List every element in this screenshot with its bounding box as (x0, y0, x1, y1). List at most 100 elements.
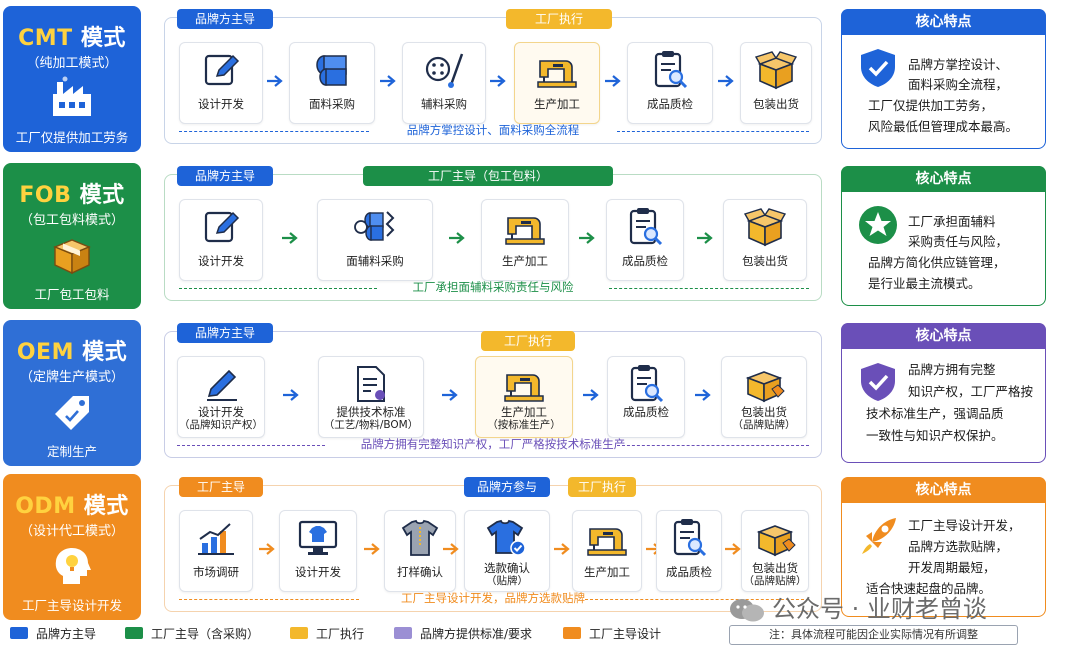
legend-swatch (394, 627, 412, 639)
tag-brand-led: 品牌方主导 (177, 9, 273, 29)
flow-step: 包装出货 （品牌贴牌） (741, 510, 809, 592)
flow-note: 品牌方拥有完整知识产权，工厂严格按技术标准生产 (360, 437, 626, 451)
package-tag-icon (745, 371, 785, 403)
shield-check-icon (861, 363, 895, 401)
dashed-line (179, 131, 369, 132)
pencil-edit-icon (207, 369, 237, 401)
legend-item: 工厂主导（含采购） (125, 624, 259, 644)
flow-step: 市场调研 (179, 510, 253, 592)
flow-step: 生产加工 (514, 42, 600, 124)
cmt-mode-card: CMT 模式 （纯加工模式） 工厂仅提供加工劳务 (3, 6, 141, 152)
mode-title: FOB 模式 (3, 177, 141, 209)
legend-item: 工厂主导设计 (563, 624, 661, 644)
pencil-edit-icon (204, 54, 240, 86)
flow-step: 选款确认 （贴牌） (464, 510, 550, 592)
flow-step: 设计开发 (179, 42, 263, 124)
clipboard-inspect-icon (629, 208, 663, 246)
core-line: 品牌方选款贴牌， (908, 539, 1009, 554)
factory-icon (53, 76, 91, 116)
odm-core-card: 核心特点 工厂主导设计开发， 品牌方选款贴牌， 开发周期最短， 适合快速起盘的品… (841, 477, 1046, 617)
core-line: 面料采购全流程， (908, 77, 1009, 92)
pencil-edit-icon (204, 211, 240, 243)
step-label: 生产加工 (584, 565, 630, 579)
wechat-icon (730, 599, 764, 622)
cmt-row: CMT 模式 （纯加工模式） 工厂仅提供加工劳务 品牌方主导 工厂执行 (0, 6, 1080, 152)
step-label: 市场调研 (193, 565, 239, 579)
core-title: 核心特点 (841, 323, 1046, 349)
shield-check-icon (861, 49, 895, 87)
step-label: 包装出货 (752, 561, 798, 575)
legend-swatch (10, 627, 28, 639)
core-title: 核心特点 (841, 477, 1046, 503)
box-icon (53, 239, 91, 275)
mode-acronym: OEM (16, 340, 74, 365)
sewing-machine-icon (587, 528, 627, 556)
mode-footer: 工厂包工包料 (34, 287, 110, 302)
step-label: 辅料采购 (421, 97, 467, 111)
step-label: 设计开发 (198, 97, 244, 111)
tag-brand-led: 品牌方主导 (177, 323, 273, 343)
fabric-zipper-icon (354, 211, 395, 241)
core-title: 核心特点 (841, 166, 1046, 192)
monitor-shirt-icon (298, 520, 338, 555)
tag-brand-participate: 品牌方参与 (464, 477, 550, 497)
fob-flow-box: 品牌方主导 工厂主导（包工包料） 设计开发 面辅 (164, 166, 822, 301)
odm-row: ODM 模式 （设计代工模式） 工厂主导设计开发 工厂主导 品牌方参与 工厂执行 (0, 474, 1080, 620)
oem-mode-card: OEM 模式 （定牌生产模式） 定制生产 (3, 320, 141, 466)
flow-step: 设计开发 （品牌知识产权） (177, 356, 265, 438)
rocket-icon (862, 518, 896, 554)
arrow-right-icon (695, 389, 711, 401)
dashed-line (585, 599, 809, 600)
flow-step: 设计开发 (179, 199, 263, 281)
odm-flow-box: 工厂主导 品牌方参与 工厂执行 市场调研 (164, 477, 822, 612)
mode-acronym: ODM (15, 494, 76, 519)
step-label: 成品质检 (666, 565, 712, 579)
arrow-right-icon (725, 543, 741, 555)
flow-step: 成品质检 (656, 510, 722, 592)
arrow-right-icon (267, 75, 283, 87)
flow-note: 工厂主导设计开发，品牌方选款贴牌 (401, 591, 585, 605)
flow-step: 设计开发 (279, 510, 357, 592)
core-line: 采购责任与风险， (908, 234, 1009, 249)
core-line: 知识产权，工厂严格按 (908, 384, 1034, 399)
cmt-core-card: 核心特点 品牌方掌控设计、 面料采购全流程， 工厂仅提供加工劳务， 风险最低但管… (841, 9, 1046, 149)
arrow-right-icon (364, 543, 380, 555)
core-line: 工厂承担面辅料 (908, 214, 996, 229)
flow-step: 面料采购 (289, 42, 375, 124)
tshirt-check-icon (486, 519, 526, 556)
dashed-line (617, 131, 809, 132)
step-label: 成品质检 (622, 254, 668, 268)
fob-core-card: 核心特点 工厂承担面辅料 采购责任与风险， 品牌方简化供应链管理， 是行业最主流… (841, 166, 1046, 306)
dashed-line (177, 445, 325, 446)
mode-acronym: FOB (19, 183, 72, 208)
flow-step: 成品质检 (606, 199, 684, 281)
core-line: 品牌方掌控设计、 (908, 57, 1009, 72)
core-line: 品牌方简化供应链管理， (868, 255, 1006, 270)
legend-label: 工厂主导（含采购） (151, 627, 260, 641)
dashed-line (617, 445, 809, 446)
mode-subtitle: （设计代工模式） (19, 524, 124, 539)
legend-swatch (563, 627, 581, 639)
flow-step: 打样确认 (384, 510, 456, 592)
sewing-machine-icon (505, 217, 545, 245)
mode-title: OEM 模式 (3, 334, 141, 366)
core-line: 一致性与知识产权保护。 (866, 428, 1004, 443)
flow-step: 成品质检 (607, 356, 685, 438)
core-line: 工厂主导设计开发， (908, 518, 1021, 533)
dashed-line (179, 288, 377, 289)
footnote: 注：具体流程可能因企业实际情况有所调整 (729, 625, 1018, 645)
step-label: 提供技术标准 (336, 405, 406, 419)
core-title: 核心特点 (841, 9, 1046, 35)
arrow-right-icon (282, 232, 298, 244)
sewing-machine-icon (537, 60, 577, 88)
mode-subtitle: （纯加工模式） (26, 56, 118, 71)
core-line: 开发周期最短， (908, 560, 996, 575)
step-label: 成品质检 (623, 405, 669, 419)
mode-word: 模式 (75, 494, 129, 519)
step-sublabel: （品牌知识产权） (179, 419, 263, 431)
fob-row: FOB 模式 （包工包料模式） 工厂包工包料 品牌方主导 工厂主导（包工包料） … (0, 163, 1080, 309)
step-label: 包装出货 (753, 97, 799, 111)
legend-item: 品牌方主导 (10, 624, 96, 644)
mode-footer: 工厂仅提供加工劳务 (15, 130, 129, 145)
